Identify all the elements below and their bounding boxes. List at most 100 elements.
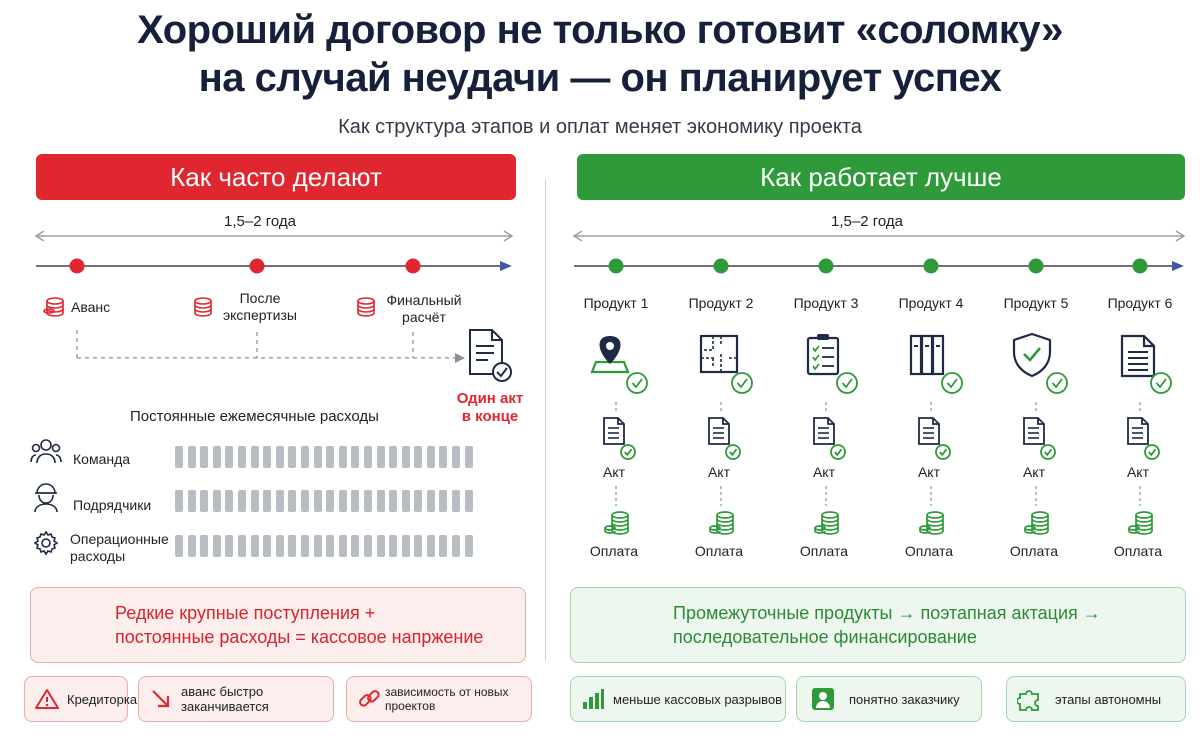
expense-bar: [426, 446, 435, 468]
expense-label-line: Подрядчики: [73, 497, 152, 513]
expense-bar: [300, 446, 309, 468]
expense-bar: [288, 446, 297, 468]
coins-icon: [194, 297, 212, 317]
right-milestone-dot: [818, 258, 834, 274]
expense-bar: [326, 535, 335, 557]
left-payment-label-3: Финальный расчёт: [372, 292, 476, 326]
expense-bars-team: [175, 446, 473, 468]
chain-icon: [357, 687, 381, 711]
act-label: Акт: [707, 464, 731, 480]
check-badge-icon: [1040, 444, 1056, 460]
act-label: Акт: [812, 464, 836, 480]
act-document-icon: [918, 417, 940, 445]
coins-icon: [1128, 511, 1153, 535]
expense-bar: [200, 535, 209, 557]
expenses-title: Постоянные ежемесячные расходы: [130, 408, 379, 425]
right-milestone-dot: [923, 258, 939, 274]
payment-label: Оплата: [694, 543, 744, 559]
left-milestone-dot-1: [69, 258, 85, 274]
left-dashed-arrowhead: [455, 353, 465, 363]
expense-bar: [326, 446, 335, 468]
pill-dependency: зависимость от новых проектов: [346, 676, 532, 722]
person-icon: [811, 687, 835, 711]
expense-bar: [275, 446, 284, 468]
expense-bar: [187, 446, 196, 468]
product-label: Продукт 1: [583, 295, 649, 311]
check-badge-icon: [1150, 372, 1172, 394]
expense-bar: [414, 535, 423, 557]
product-label: Продукт 5: [1003, 295, 1069, 311]
expense-bar: [250, 446, 259, 468]
expense-bar: [351, 446, 360, 468]
expense-label-line: Команда: [73, 451, 131, 467]
payment-label: Оплата: [1113, 543, 1163, 559]
expense-bar: [187, 535, 196, 557]
main-title: Хороший договор не только готовит «солом…: [0, 6, 1200, 102]
expense-bar: [351, 535, 360, 557]
expense-bar: [187, 490, 196, 512]
act-document-icon: [603, 417, 625, 445]
expense-bar: [464, 446, 473, 468]
expense-bar: [237, 535, 246, 557]
expense-bar: [313, 446, 322, 468]
left-duration: 1,5–2 года: [224, 213, 296, 230]
expense-bar: [263, 446, 272, 468]
expense-bar: [452, 535, 461, 557]
left-milestone-dot-3: [405, 258, 421, 274]
expense-label-operational: Операционные расходы: [70, 531, 169, 565]
payment-label-line: экспертизы: [223, 307, 297, 323]
left-milestone-dot-2: [249, 258, 265, 274]
expense-bar: [300, 535, 309, 557]
expense-bar: [376, 446, 385, 468]
expense-bar: [401, 490, 410, 512]
payment-label-line: Аванс: [71, 299, 111, 315]
expense-bar: [313, 535, 322, 557]
left-banner: Как часто делают: [36, 154, 516, 200]
left-payment-label-2: После экспертизы: [210, 290, 310, 324]
act-document-icon: [1023, 417, 1045, 445]
single-act-label: Один акт в конце: [440, 390, 540, 426]
expense-bar: [263, 535, 272, 557]
expense-bar: [363, 490, 372, 512]
expense-bar: [439, 490, 448, 512]
expense-bar: [452, 490, 461, 512]
coins-icon: [604, 511, 629, 535]
expense-bar: [225, 535, 234, 557]
left-callout: Редкие крупные поступления + постоянные …: [30, 587, 526, 663]
document-icon: [1120, 334, 1156, 378]
expense-bar: [401, 446, 410, 468]
expense-bar: [300, 490, 309, 512]
expense-bar: [212, 490, 221, 512]
check-badge-icon: [725, 444, 741, 460]
product-label: Продукт 3: [793, 295, 859, 311]
pill-text: меньше кассовых разрывов: [613, 691, 783, 707]
act-label: Акт: [917, 464, 941, 480]
payment-label-line: После: [239, 290, 281, 306]
expense-label-line: расходы: [70, 548, 126, 564]
check-badge-icon: [941, 372, 963, 394]
pill-advance-runs-out: аванс быстро заканчивается: [138, 676, 334, 722]
right-milestone-dot: [1132, 258, 1148, 274]
payment-label: Оплата: [1009, 543, 1059, 559]
pill-text: аванс быстро заканчивается: [181, 684, 269, 714]
expense-bar: [389, 446, 398, 468]
check-badge-icon: [626, 372, 648, 394]
act-document-icon: [1127, 417, 1149, 445]
expense-bar: [389, 490, 398, 512]
product-label: Продукт 6: [1107, 295, 1173, 311]
arrow-down-icon: [149, 687, 173, 711]
pill-autonomous-stages: этапы автономны: [1006, 676, 1186, 722]
right-timeline-line: [574, 261, 1184, 271]
coins-icon: [43, 297, 64, 317]
product-label: Продукт 4: [898, 295, 964, 311]
center-divider: [545, 180, 546, 660]
right-callout: Промежуточные продукты → поэтапная актац…: [570, 587, 1186, 663]
single-act-line: в конце: [461, 408, 519, 425]
coins-icon: [709, 511, 734, 535]
expense-bar: [237, 490, 246, 512]
expense-label-team: Команда: [73, 451, 130, 468]
check-badge-icon: [836, 372, 858, 394]
document-check-icon: [469, 329, 512, 382]
puzzle-icon: [1017, 686, 1043, 712]
